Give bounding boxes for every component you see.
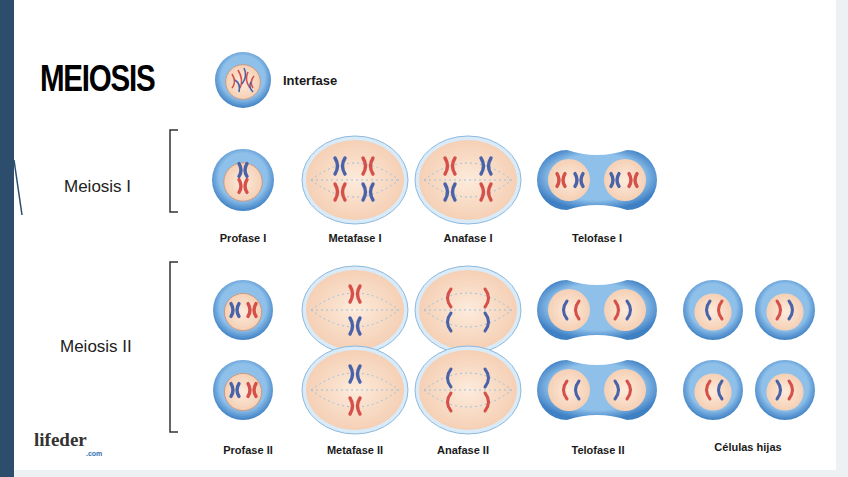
bracket [170, 130, 178, 212]
stage-label: Telofase I [572, 232, 622, 244]
section-label: Meiosis II [60, 337, 132, 357]
title: MEIOSIS [40, 58, 154, 100]
stage-label: Profase I [220, 232, 266, 244]
bottom-band [14, 470, 836, 477]
side-band [836, 0, 848, 477]
stage-label: Células hijas [714, 441, 781, 453]
stage-label: Profase II [223, 444, 273, 456]
stage-label: Telofase II [572, 444, 625, 456]
cell-drawings [212, 52, 815, 434]
bracket [170, 262, 178, 432]
side-bar [0, 0, 14, 477]
stage-label: Metafase I [328, 232, 381, 244]
side-line [14, 160, 22, 215]
stage-label: Interfase [283, 73, 337, 88]
stage-label: Anafase I [444, 232, 493, 244]
stage-label: Metafase II [327, 444, 383, 456]
watermark: .com [86, 450, 102, 457]
watermark: lifeder [34, 429, 87, 451]
section-label: Meiosis I [64, 177, 131, 197]
stage-label: Anafase II [437, 444, 489, 456]
